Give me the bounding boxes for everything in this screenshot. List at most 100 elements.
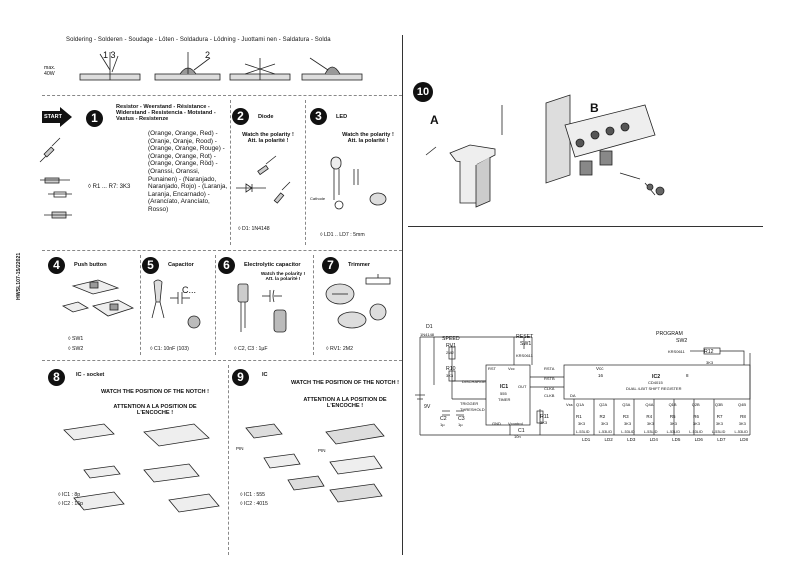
- sch-led-type: L-53LID: [576, 430, 590, 434]
- sch-battery: 9V: [424, 404, 431, 410]
- step-10-label-a: A: [430, 113, 439, 127]
- center-divider: [402, 35, 403, 555]
- sch-rv1: RV1: [446, 343, 456, 349]
- sch-c2: C2: [440, 416, 447, 422]
- step-9-pin-a: PIN: [236, 446, 244, 451]
- sch-leds: LD1 LD2 LD3 LD4 LD5 LD6 LD7 LD8: [582, 437, 748, 442]
- solder-step-13: 1 3: [103, 50, 116, 60]
- sch-ic1: IC1: [500, 384, 509, 390]
- step-10-number: 10: [413, 82, 433, 102]
- sch-resistors: R1 R2 R3 R4 R5 R6 R7 R8: [576, 414, 746, 419]
- sch-led: LD6: [694, 437, 703, 442]
- sch-ic1-trigger: TRIGGER: [460, 401, 479, 406]
- step-8-watch: WATCH THE POSITION OF THE NOTCH !: [100, 389, 210, 395]
- sch-out: Q1B: [668, 402, 677, 407]
- step-6-part: ◊ C2, C3 : 1µF: [234, 346, 268, 352]
- sch-c3-value: 1µ: [458, 422, 463, 427]
- step-3-number: 3: [310, 108, 327, 125]
- step-7-title: Trimmer: [348, 262, 371, 268]
- sch-c3: C3: [458, 416, 465, 422]
- sch-resistor: R2: [599, 414, 606, 419]
- step-9-watch: WATCH THE POSITION OF THE NOTCH !: [290, 380, 400, 386]
- sch-ic2-pin16: 16: [598, 373, 604, 378]
- sch-led: LD1: [582, 437, 591, 442]
- sch-led: LD5: [672, 437, 681, 442]
- sch-d1: D1: [426, 324, 433, 330]
- sch-led: LD3: [627, 437, 636, 442]
- max-wattage: max. 40W: [44, 65, 56, 77]
- sch-resistor-value: 3K3: [669, 421, 677, 426]
- sch-led: LD2: [604, 437, 613, 442]
- sch-ic2-rstb: RSTB: [544, 376, 555, 381]
- sch-led-type: L-53LID: [711, 430, 726, 434]
- step-7-part: ◊ RV1: 2M2: [326, 346, 353, 352]
- sch-ic2-vss: Vss: [566, 402, 573, 407]
- sch-out: Q3A: [622, 402, 631, 407]
- sch-resistor: R8: [740, 414, 746, 419]
- sch-r11: R11: [540, 414, 550, 420]
- sch-sw2: SW2: [676, 338, 688, 344]
- step-1-number: 1: [86, 110, 103, 127]
- sch-led-type: L-53LID: [643, 430, 658, 434]
- sch-ic1-type: TIMER: [498, 397, 511, 402]
- diode-drawing: [236, 155, 291, 204]
- step-4-part-2: ◊ SW2: [68, 346, 84, 352]
- sch-program: PROGRAM: [656, 331, 683, 337]
- sch-r12: R12: [704, 349, 714, 355]
- step-9-title: IC: [262, 372, 268, 378]
- sch-resistor-values: 3K3 3K3 3K3 3K3 3K3 3K3 3K3 3K3: [578, 421, 746, 426]
- sch-c1: C1: [518, 428, 525, 434]
- ic-drawing: [245, 423, 385, 503]
- sch-led-type: L-53LID: [689, 430, 703, 434]
- step-8-number: 8: [48, 369, 65, 386]
- sch-resistor-value: 3K3: [578, 421, 586, 426]
- sch-d1-value: 1N4148: [420, 332, 435, 337]
- sch-resistor: R3: [622, 414, 629, 419]
- soldering-illustrations: [79, 52, 363, 81]
- step-1-colors: (Orange, Orange, Red) - (Oranje, Oranje,…: [148, 130, 228, 213]
- step-4-part-1: ◊ SW1: [68, 336, 84, 342]
- sch-resistor-value: 3K3: [692, 421, 700, 426]
- sch-ic1-value: 555: [500, 391, 507, 396]
- step-9-part-1: ◊ IC1 : 555: [240, 492, 266, 498]
- sch-sw1: SW1: [520, 341, 532, 347]
- sch-ic1-gnd: GND: [492, 421, 501, 426]
- step-4-title: Push button: [74, 262, 107, 268]
- step-8-part-2: ◊ IC2 : 16p: [58, 501, 84, 507]
- sch-speed: SPEED: [442, 336, 460, 342]
- ic-socket-drawing: [63, 423, 220, 513]
- led-drawing: [330, 156, 387, 210]
- start-arrow: [42, 107, 72, 127]
- step-3-watch: Watch the polarity ! Att. la polarité !: [342, 132, 394, 144]
- row-divider-2: [42, 250, 402, 251]
- step-3-title: LED: [336, 114, 348, 120]
- sch-outputs: Q1A Q2A Q3A Q4A Q1B Q2B Q3B Q4B: [576, 402, 746, 407]
- sch-resistor-value: 3K3: [715, 421, 723, 426]
- sch-resistor-value: 3K3: [738, 421, 746, 426]
- capacitor-drawing: [151, 279, 201, 329]
- step-2-number: 2: [232, 108, 249, 125]
- sch-ic1-discharge: DISCHARGE: [462, 379, 486, 384]
- step-9-part-2: ◊ IC2 : 4015: [240, 501, 268, 507]
- step-5-title: Capacitor: [168, 262, 194, 268]
- sch-c2-value: 1µ: [440, 422, 445, 427]
- sch-ic2-pin8: 8: [686, 373, 689, 378]
- sch-resistor: R1: [576, 414, 582, 419]
- sch-sw2-type: KRS0611: [668, 349, 685, 354]
- sch-out: Q4A: [645, 402, 654, 407]
- schematic-wiring: [415, 336, 751, 436]
- col-divider-e: [313, 255, 314, 355]
- row-divider-1: [42, 95, 402, 96]
- step-2-part: ◊ D1: 1N4148: [238, 226, 270, 232]
- step-9-pin-b: PIN: [318, 448, 326, 453]
- sch-r10: R10: [446, 366, 456, 372]
- step-2-watch: Watch the polarity ! Att. la polarité !: [242, 132, 294, 144]
- sch-c1-value: 10n: [514, 434, 521, 439]
- sch-resistor-value: 3K3: [623, 421, 632, 426]
- sch-ic2-type: DUAL 4-BIT SHIFT REGISTER: [626, 386, 682, 391]
- col-divider-d: [215, 255, 216, 355]
- step-1-part: ◊ R1 ... R7: 3K3: [88, 184, 131, 190]
- push-button-drawing: [61, 279, 135, 317]
- sch-ic2-da: DA: [570, 393, 576, 398]
- sch-led-type: L-53LID: [621, 430, 635, 434]
